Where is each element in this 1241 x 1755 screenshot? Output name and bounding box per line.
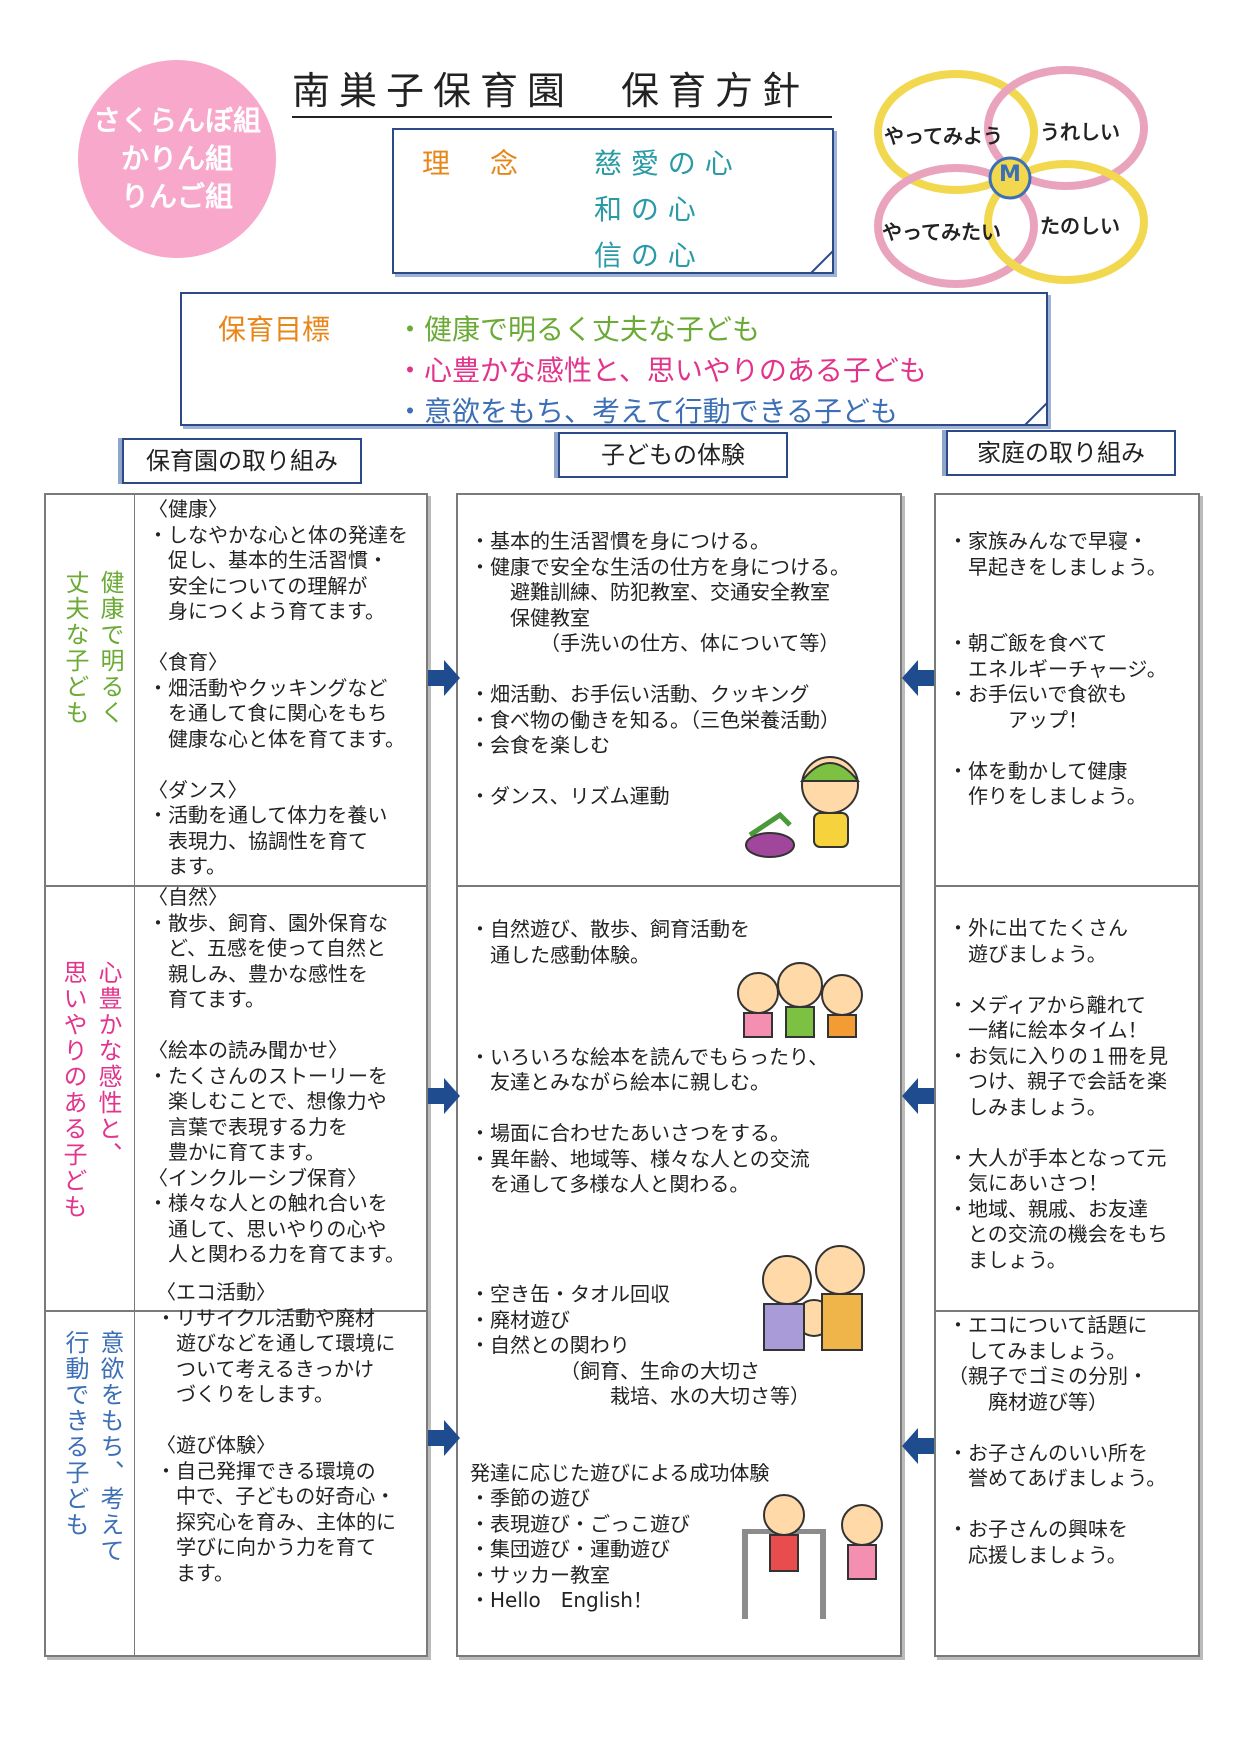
class-name-ringo: りんご組 [120,180,233,213]
logo-word: たのしい [1040,214,1120,238]
philosophy-item: 信 の 心 [594,239,696,272]
child-text-motivation: ・空き缶・タオル回収 ・廃材遊び ・自然との関わり （飼育、生命の大切さ 栽培、… [470,1282,810,1612]
child-column [456,493,902,1657]
home-text-heart: ・外に出てたくさん 遊びましょう。 ・メディアから離れて 一緒に絵本タイム！ ・… [948,916,1168,1272]
nursery-text-heart: 〈自然〉 ・散歩、飼育、園外保育な ど、五感を使って自然と 親しみ、豊かな感性を… [148,885,405,1266]
arrow-right-icon [428,1420,460,1456]
philosophy-label: 理 念 [422,147,525,180]
child-text-health: ・基本的生活習慣を身につける。 ・健康で安全な生活の仕方を身につける。 避難訓練… [470,529,850,808]
logo-word: うれしい [1040,120,1120,144]
goals-box: 保育目標 ・健康で明るく丈夫な子ども ・心豊かな感性と、思いやりのある子ども ・… [180,292,1048,428]
home-text-health: ・家族みんなで早寝・ 早起きをしましょう。 ・朝ご飯を食べて エネルギーチャージ… [948,529,1167,808]
philosophy-item: 和 の 心 [594,193,696,226]
nursery-text-health: 〈健康〉 ・しなやかな心と体の発達を 促し、基本的生活習慣・ 安全についての理解… [148,497,408,878]
arrow-left-icon [902,1428,934,1464]
arrow-left-icon [902,660,934,696]
column-header-home: 家庭の取り組み [946,430,1176,476]
row-divider [458,885,900,887]
goal-item: ・健康で明るく丈夫な子ども [396,313,761,346]
column-divider [134,495,135,1655]
home-column [934,493,1200,1657]
clover-logo [874,66,1148,288]
goal-item: ・心豊かな感性と、思いやりのある子ども [396,354,927,387]
child-text-heart: ・自然遊び、散歩、飼育活動を 通した感動体験。 ・いろいろな絵本を読んでもらった… [470,917,829,1196]
philosophy-box: 理 念 慈 愛 の 心 和 の 心 信 の 心 [392,128,834,274]
nursery-text-motivation: 〈エコ活動〉 ・リサイクル活動や廃材 遊びなどを通して環境に ついて考えるきっか… [156,1280,396,1585]
arrow-left-icon [902,1078,934,1114]
page-title: 南巣子保育園 保育方針 [292,66,832,118]
class-name-sakuranbo: さくらんぼ組 [92,104,261,137]
row-side-label-motivation: 意欲をもち、考えて 行動できる子ども [61,1330,124,1564]
goal-item: ・意欲をもち、考えて行動できる子ども [396,395,899,428]
row-divider [936,1310,1198,1312]
row-divider [46,885,426,887]
column-header-child: 子どもの体験 [558,432,788,478]
logo-letter: M [999,162,1021,187]
children-group-illustration [737,962,863,1038]
child-harvest-illustration [745,756,861,858]
class-badge: さくらんぼ組 かりん組 りんご組 [78,60,276,258]
goals-label: 保育目標 [218,313,331,346]
column-header-label: 家庭の取り組み [977,439,1145,467]
playing-children-illustration [742,1494,883,1619]
row-divider [936,885,1198,887]
arrow-right-icon [428,660,460,696]
class-name-karin: かりん組 [120,142,233,175]
column-header-nursery: 保育園の取り組み [122,438,362,484]
grandparents-illustration [762,1245,865,1351]
home-text-motivation: ・エコについて話題に してみましょう。 （親子でゴミの分別・ 廃材遊び等） ・お… [948,1313,1167,1567]
row-side-label-health: 健康で明るく 丈夫な子ども [61,570,124,726]
logo-word: やってみよう [884,124,1003,148]
column-header-label: 子どもの体験 [601,441,745,469]
row-divider [46,1310,426,1312]
arrow-right-icon [428,1078,460,1114]
logo-word: やってみたい [882,220,1001,244]
column-header-label: 保育園の取り組み [146,447,338,475]
philosophy-item: 慈 愛 の 心 [594,147,733,180]
nursery-column [44,493,428,1657]
row-side-label-heart: 心豊かな感性と、 思いやりのある子ども [59,960,122,1220]
